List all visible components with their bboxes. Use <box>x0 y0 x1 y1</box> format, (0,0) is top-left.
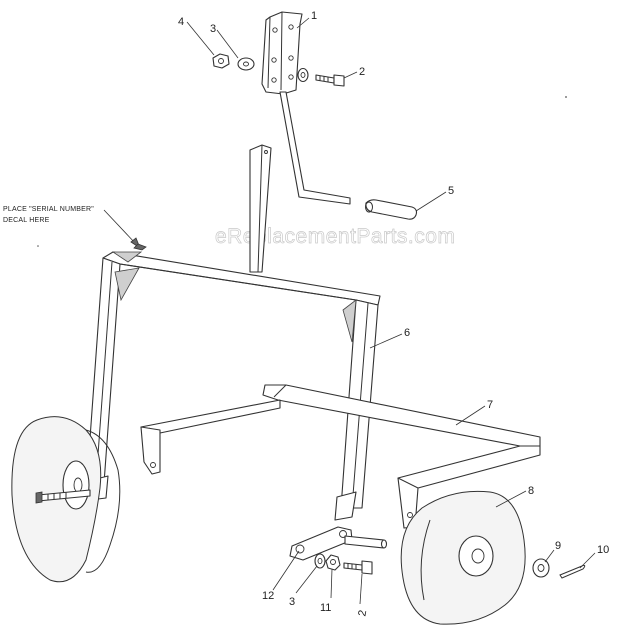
callout-5: 5 <box>448 185 454 197</box>
stray-dot <box>37 245 39 247</box>
part-2-bolt-top <box>297 67 345 87</box>
callout-2-top: 2 <box>359 66 365 78</box>
decal-note-line-2: DECAL HERE <box>3 217 50 224</box>
handle-rod <box>279 91 351 205</box>
left-axle-bolt <box>35 489 91 504</box>
callout-3-bottom: 3 <box>289 596 295 608</box>
left-wheel <box>11 416 121 583</box>
callout-8: 8 <box>528 485 534 497</box>
part-4-nut <box>212 53 230 69</box>
callout-9: 9 <box>555 540 561 552</box>
part-8-right-wheel <box>400 490 526 625</box>
part-2-bolt-bottom <box>343 560 373 575</box>
part-1-handle-plate <box>261 11 303 95</box>
stray-dot <box>565 96 567 98</box>
callout-1: 1 <box>311 10 317 22</box>
part-6-frame <box>85 251 388 561</box>
callout-11: 11 <box>320 602 331 614</box>
leader-lines <box>186 17 596 605</box>
part-5-grip <box>365 199 418 220</box>
part-3-washer-bottom <box>314 553 326 569</box>
serial-decal-note: PLACE "SERIAL NUMBER" DECAL HERE <box>3 206 147 251</box>
callout-6: 6 <box>404 327 410 339</box>
decal-note-line-1: PLACE "SERIAL NUMBER" <box>3 206 94 213</box>
upright-post <box>249 144 272 273</box>
part-3-washer-top <box>237 57 255 71</box>
watermark: eReplacementParts.com <box>215 225 455 248</box>
callout-12: 12 <box>262 590 274 602</box>
part-11-nut <box>325 554 341 571</box>
callouts: 1 2 3 4 5 6 7 8 9 10 12 3 11 2 <box>178 10 609 617</box>
callout-7: 7 <box>487 399 493 411</box>
callout-4: 4 <box>178 16 184 28</box>
callout-10: 10 <box>597 544 609 556</box>
part-9-washer <box>532 558 550 578</box>
callout-2-bottom: 2 <box>356 609 369 617</box>
callout-3-top: 3 <box>210 23 216 35</box>
